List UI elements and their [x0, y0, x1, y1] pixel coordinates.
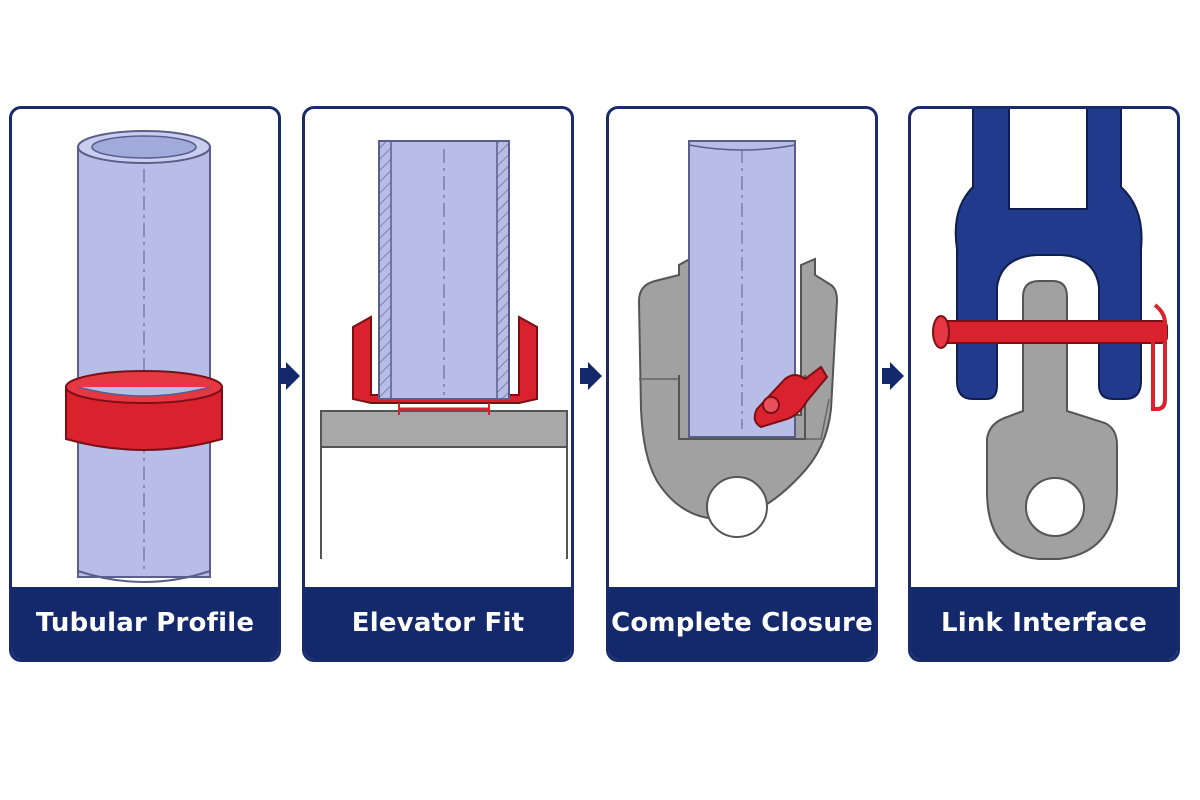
arrow-right-icon [580, 362, 602, 390]
panel-label: Tubular Profile [35, 608, 255, 638]
complete-closure-illustration [637, 140, 839, 538]
label-bar: Link Interface [911, 587, 1177, 659]
red-collar [65, 386, 223, 451]
label-bar: Elevator Fit [305, 587, 571, 659]
arrow-right-icon [882, 362, 904, 390]
label-bar: Complete Closure [609, 587, 875, 659]
panel-link-interface: Link Interface [908, 106, 1180, 662]
elevator-fit-illustration [320, 140, 568, 559]
base-block [320, 410, 568, 448]
label-bar: Tubular Profile [12, 587, 278, 659]
panel-label: Elevator Fit [351, 608, 525, 638]
tube-bore [91, 135, 197, 159]
tube-bottom-edge [77, 570, 211, 583]
panel-elevator-fit: Elevator Fit [302, 106, 574, 662]
tubular-profile-illustration [65, 130, 223, 583]
eye-hole [1025, 477, 1085, 537]
collar-tube-seat [77, 386, 211, 397]
link-pin [938, 320, 1168, 344]
link-fork [954, 109, 1143, 400]
tube-wall-left [378, 140, 392, 400]
eye-plate [986, 280, 1118, 560]
link-interface-illustration [932, 109, 1168, 560]
latch-pin-icon [762, 396, 780, 414]
arrow-right-icon [278, 362, 300, 390]
clamp-eye [706, 476, 768, 538]
panel-label: Link Interface [940, 608, 1148, 638]
panel-complete-closure: Complete Closure [606, 106, 878, 662]
panel-label: Complete Closure [611, 608, 873, 638]
tube-wall-right [496, 140, 510, 400]
elevator-seat [352, 315, 538, 404]
pin-head-icon [932, 315, 950, 349]
panel-tubular-profile: Tubular Profile [9, 106, 281, 662]
cotter-pin-icon [1151, 303, 1167, 411]
